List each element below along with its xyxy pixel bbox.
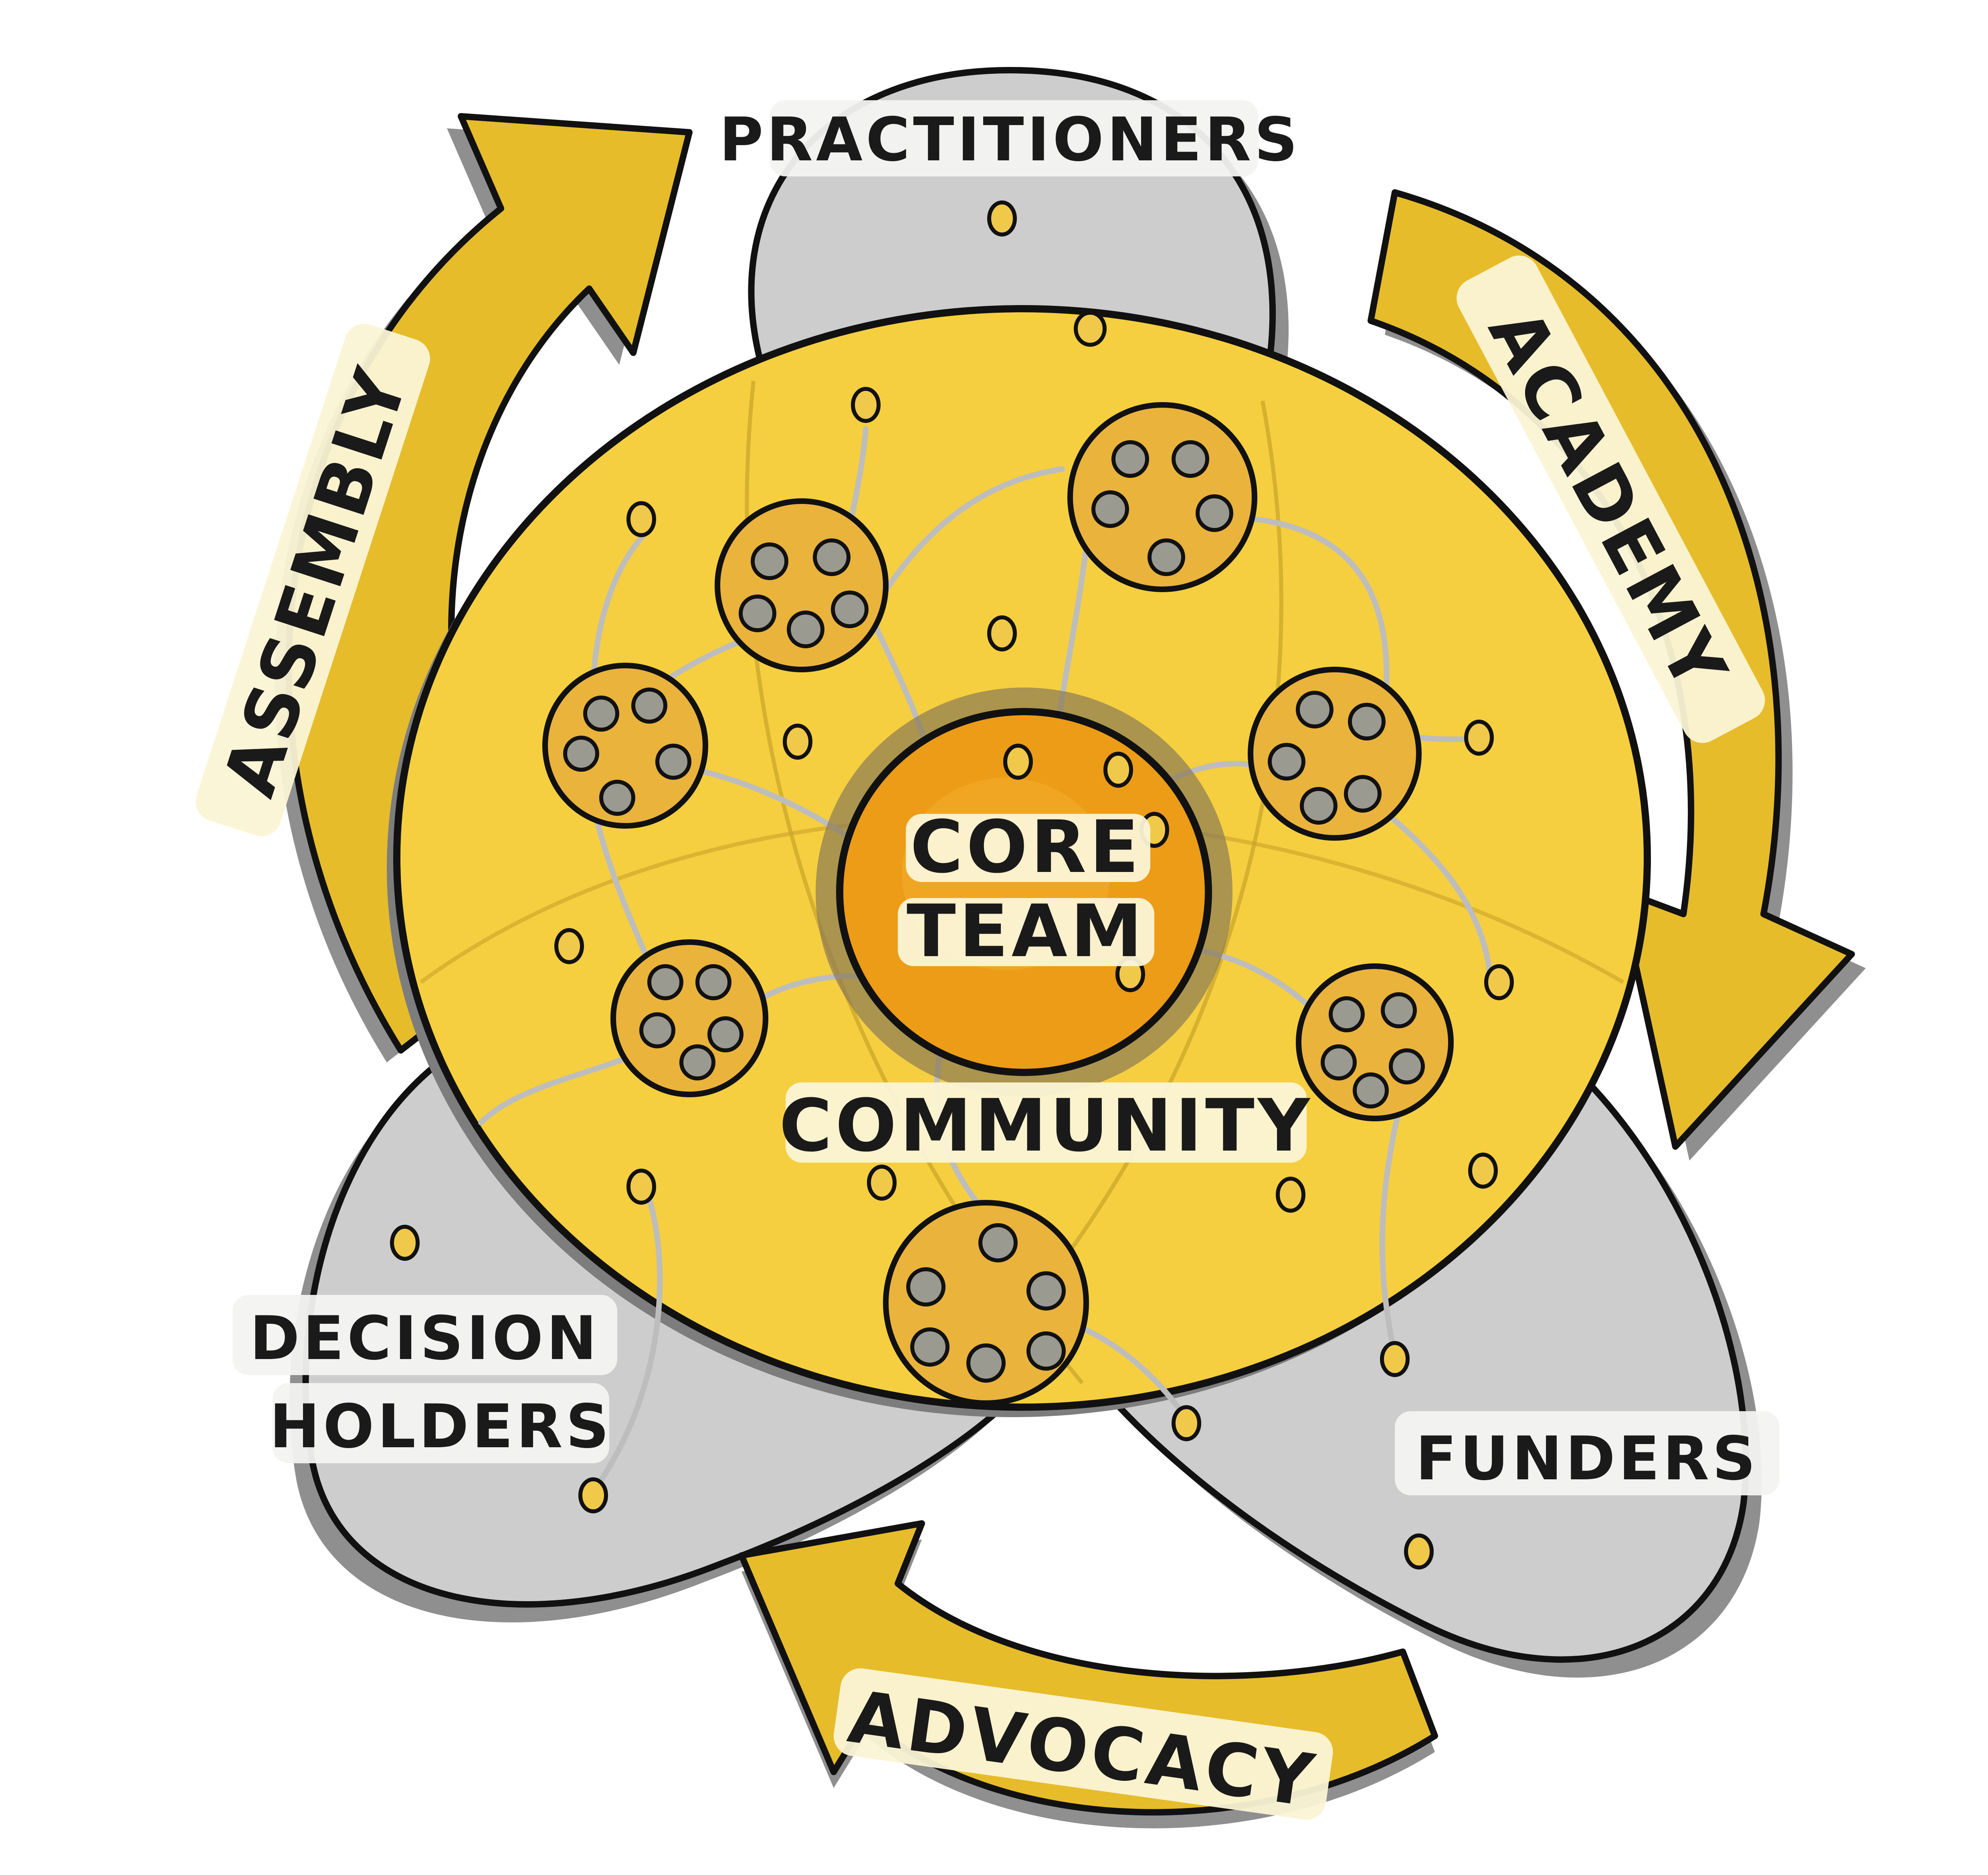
member-cluster-icon: [610, 939, 768, 1097]
member-dot-icon: [1276, 1177, 1305, 1213]
funders-label: FUNDERS: [1416, 1424, 1759, 1494]
connection-line: [590, 1196, 663, 1494]
member-dot-icon: [987, 200, 1017, 237]
label-core-team: CORE TEAM: [898, 805, 1154, 973]
core-team-label-line1: CORE: [910, 805, 1142, 889]
member-dot-icon: [1468, 1153, 1498, 1189]
member-dot-icon: [1172, 1405, 1201, 1441]
connection-line: [1067, 1320, 1189, 1422]
member-dot-icon: [554, 928, 584, 964]
member-dot-icon: [867, 1165, 897, 1201]
member-dot-icon: [1003, 744, 1033, 780]
core-team-label-line2: TEAM: [907, 890, 1146, 973]
member-dot-icon: [851, 387, 881, 423]
member-dot-icon: [987, 615, 1017, 651]
decision-holders-label-line1: DECISION: [250, 1304, 600, 1373]
member-dot-icon: [1404, 1533, 1434, 1570]
label-practitioners: PRACTITIONERS: [719, 100, 1301, 176]
member-cluster-icon: [1296, 963, 1454, 1121]
member-cluster-icon: [715, 498, 889, 672]
member-dot-icon: [390, 1225, 420, 1261]
label-decision-holders: DECISION HOLDERS: [232, 1295, 617, 1463]
member-clusters: [542, 402, 1454, 1406]
member-cluster-icon: [1248, 667, 1422, 841]
connection-line: [871, 466, 1065, 612]
member-cluster-icon: [542, 663, 708, 829]
member-cluster-icon: [883, 1200, 1089, 1406]
member-dots: [390, 200, 1514, 1570]
member-dot-icon: [578, 1477, 608, 1513]
community-label: COMMUNITY: [779, 1084, 1313, 1168]
connection-line: [1216, 514, 1390, 728]
member-dot-icon: [1074, 311, 1107, 347]
decision-holders-label-line2: HOLDERS: [269, 1392, 612, 1462]
member-dot-icon: [1380, 1341, 1410, 1377]
member-cluster-icon: [1067, 402, 1257, 592]
label-funders: FUNDERS: [1395, 1411, 1780, 1495]
member-dot-icon: [1464, 720, 1494, 756]
member-dot-icon: [1103, 752, 1133, 788]
practitioners-label: PRACTITIONERS: [719, 105, 1301, 175]
label-community: COMMUNITY: [779, 1082, 1313, 1168]
connection-line: [1379, 1076, 1410, 1358]
member-dot-icon: [1484, 964, 1514, 1000]
member-dot-icon: [783, 724, 812, 760]
member-dot-icon: [626, 501, 656, 537]
member-dot-icon: [626, 1169, 656, 1205]
